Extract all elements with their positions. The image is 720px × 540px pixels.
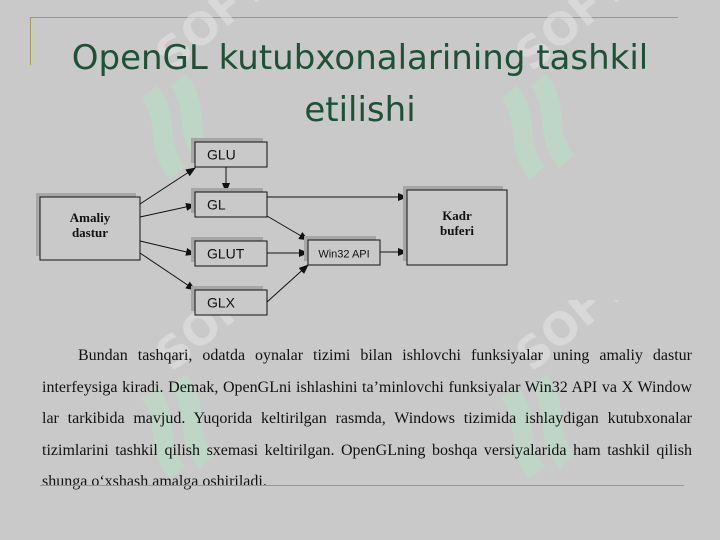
box-glu: GLU xyxy=(191,138,268,168)
bottom-rule xyxy=(40,485,684,486)
watermark-logo: SOFT xyxy=(450,0,650,220)
box-win32: Win32 API xyxy=(304,236,381,266)
body-paragraph: Bundan tashqari, odatda oynalar tizimi b… xyxy=(42,340,692,498)
arrow-app-to-glx xyxy=(139,252,196,291)
paragraph-text: Bundan tashqari, odatda oynalar tizimi b… xyxy=(42,347,692,490)
box-label-win32: Win32 API xyxy=(318,249,369,261)
watermark-logo: SOFT xyxy=(450,300,650,520)
box-label-glx: GLX xyxy=(207,295,236,311)
arrow-app-to-glut xyxy=(139,240,196,256)
top-rule xyxy=(30,17,678,18)
box-glx: GLX xyxy=(191,286,268,316)
box-gl: GL xyxy=(191,188,268,218)
arrow-glx-to-win32 xyxy=(266,264,309,303)
box-label-gl: GL xyxy=(207,197,226,213)
arrow-app-to-glu xyxy=(139,167,196,205)
box-label-glu: GLU xyxy=(207,147,236,163)
slide-title: OpenGL kutubxonalarining tashkil etilish… xyxy=(71,38,649,130)
arrow-app-to-gl xyxy=(139,203,196,218)
box-glut: GLUT xyxy=(191,237,268,267)
left-rule xyxy=(30,17,31,65)
box-label-glut: GLUT xyxy=(207,246,245,262)
arrow-gl-to-win32 xyxy=(266,215,309,241)
